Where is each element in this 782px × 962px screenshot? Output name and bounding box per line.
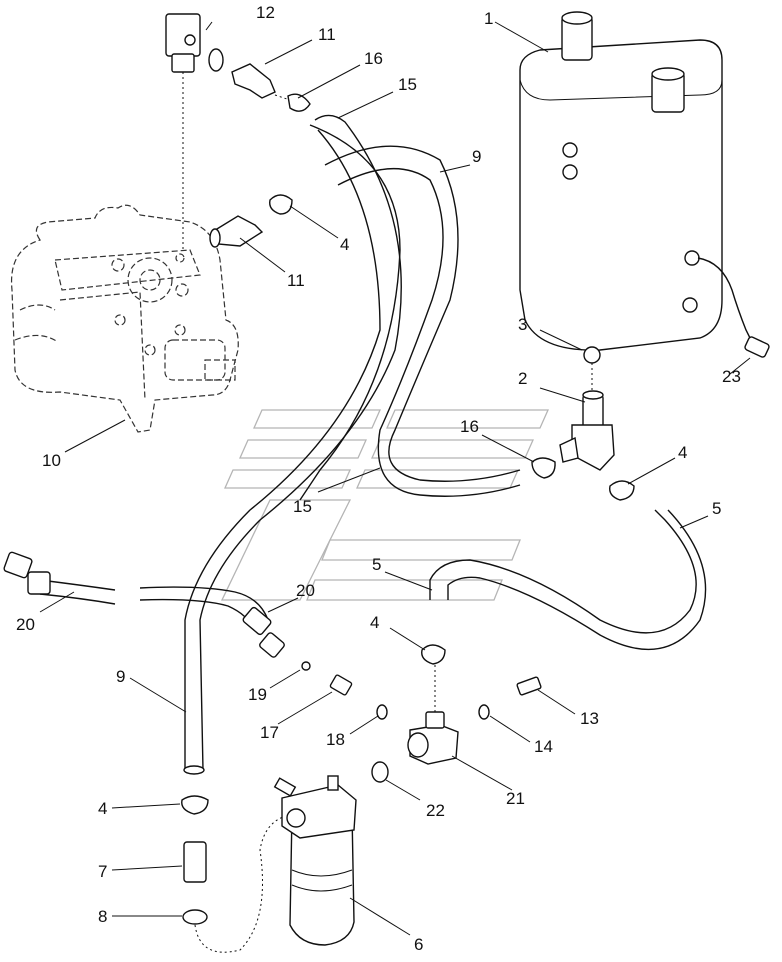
callout-18: 18 (326, 730, 345, 749)
callout-8: 8 (98, 907, 107, 926)
callout-21: 21 (506, 789, 525, 808)
callout-4-right: 4 (678, 443, 687, 462)
callout-6: 6 (414, 935, 423, 954)
callout-10: 10 (42, 451, 61, 470)
callout-20-left: 20 (16, 615, 35, 634)
clamp-4-middle (421, 644, 446, 665)
clamp-16-lower (531, 457, 556, 479)
hose-9-loop (324, 145, 521, 482)
callout-20-middle: 20 (296, 581, 315, 600)
hose-20 (3, 551, 285, 658)
hose-9-loop-edge (337, 167, 521, 497)
o-ring-18 (376, 704, 388, 720)
clamp-4-lower (181, 795, 209, 815)
callout-16-lower: 16 (460, 417, 479, 436)
fitting-11-lower (209, 215, 264, 248)
callout-2: 2 (518, 369, 527, 388)
o-ring-8 (182, 909, 208, 925)
callout-labels: 1 12 11 16 15 9 4 11 3 2 23 16 4 10 15 5… (16, 3, 741, 954)
hose-9-long-edge (184, 129, 381, 770)
sensor-wire-23 (697, 257, 770, 358)
callout-5-right: 5 (712, 499, 721, 518)
fitting-17 (329, 674, 353, 696)
callout-7: 7 (98, 862, 107, 881)
hydraulic-tank-1 (519, 11, 723, 351)
callout-11-upper: 11 (318, 25, 336, 44)
fitting-7 (183, 841, 207, 883)
leader-lines (39, 21, 751, 936)
callout-15-lower: 15 (293, 497, 312, 516)
callout-11-lower: 11 (287, 271, 305, 290)
o-ring-19 (301, 661, 311, 671)
fitting-11-upper (231, 63, 291, 101)
callout-12: 12 (256, 3, 275, 22)
o-ring-14 (478, 704, 490, 720)
callout-4-lower: 4 (98, 799, 107, 818)
callout-1: 1 (484, 9, 493, 28)
o-ring-22 (371, 761, 389, 783)
callout-4-middle: 4 (370, 613, 379, 632)
hose-9-long (199, 114, 402, 771)
watermark-logo (220, 409, 550, 601)
callout-16-upper: 16 (364, 49, 383, 68)
callout-15-upper: 15 (398, 75, 417, 94)
tee-fitting-2 (559, 346, 615, 471)
filter-6 (273, 775, 357, 946)
callout-22: 22 (426, 801, 445, 820)
callout-9-upper: 9 (472, 147, 481, 166)
hose-9-end (183, 765, 205, 775)
hose-5 (429, 509, 697, 634)
callout-14: 14 (534, 737, 553, 756)
callout-3: 3 (518, 315, 527, 334)
clamp-16-upper (287, 93, 311, 112)
callout-13: 13 (580, 709, 599, 728)
clamp-4-upper (269, 194, 293, 215)
callout-5-middle: 5 (372, 555, 381, 574)
fitting-13 (516, 676, 542, 696)
callout-19: 19 (248, 685, 267, 704)
hose-15 (299, 124, 401, 501)
callout-17: 17 (260, 723, 279, 742)
valve-block-21 (407, 711, 459, 765)
callout-4-upper: 4 (340, 235, 349, 254)
hydraulic-pump-10 (10, 204, 239, 433)
callout-9-lower: 9 (116, 667, 125, 686)
relief-valve-12 (165, 13, 224, 250)
hose-5-edge (447, 509, 707, 651)
callout-23: 23 (722, 367, 741, 386)
clamp-4-right (609, 480, 635, 501)
